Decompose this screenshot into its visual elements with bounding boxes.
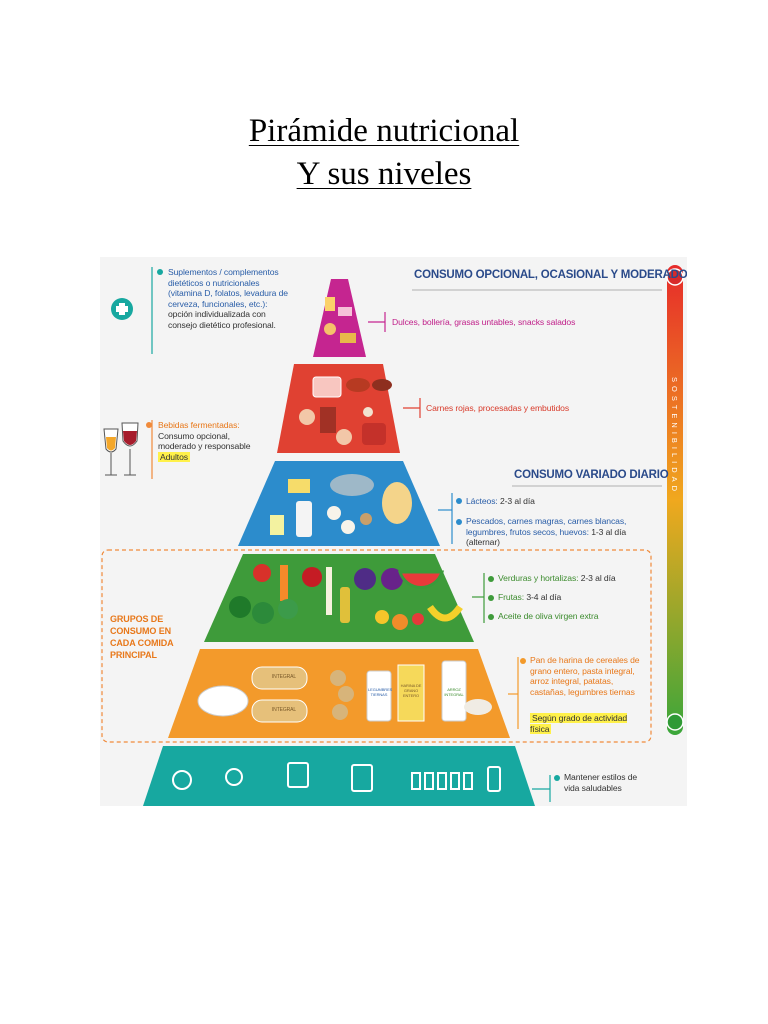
lifestyle-label: Mantener estilos de vida saludables [564, 772, 638, 793]
fermented-text: Consumo opcional, moderado y responsable [158, 430, 251, 452]
header-optional-consumption: CONSUMO OPCIONAL, OCASIONAL Y MODERADO [414, 269, 687, 281]
food-pyramid-figure: CONSUMO OPCIONAL, OCASIONAL Y MODERADO C… [100, 257, 687, 806]
integral-bread-label-1: INTEGRAL [271, 674, 297, 680]
pyramid-graphic [101, 265, 684, 806]
pyramid-level-lifestyle [143, 746, 535, 806]
header-daily-consumption: CONSUMO VARIADO DIARIO [514, 469, 669, 481]
supplements-text: opción individualizada con consejo dieté… [168, 309, 276, 330]
pyramid-level-sweets [313, 279, 366, 357]
meat-icons [299, 376, 392, 445]
vegetables-label: Verduras y hortalizas: 2-3 al día [498, 573, 616, 583]
fruits-label: Frutas: 3-4 al día [498, 592, 562, 602]
dairy-label: Lácteos: 2-3 al día [466, 496, 535, 506]
main-groups-label: GRUPOS DE CONSUMO EN CADA COMIDA PRINCIP… [110, 614, 174, 660]
dairy-bullet [456, 498, 462, 504]
page-title-line2: Y sus niveles [296, 156, 472, 192]
meats-label: Carnes rojas, procesadas y embutidos [426, 403, 570, 413]
vegetables-bullet [488, 576, 494, 582]
lifestyle-bullet [554, 775, 560, 781]
dairy-protein-icons [270, 474, 412, 537]
proteins-bullet [456, 519, 462, 525]
activity-badge: Según grado de actividad física [530, 713, 628, 734]
sweets-label: Dulces, bollería, grasas untables, snack… [392, 317, 576, 327]
olive-oil-label: Aceite de oliva virgen extra [498, 611, 599, 621]
sweets-icons [324, 297, 356, 343]
oil-bullet [488, 614, 494, 620]
page-title: Pirámide nutricional Y sus niveles [0, 110, 768, 196]
wine-glasses-icon [103, 422, 139, 476]
proteins-label: Pescados, carnes magras, carnes blancas,… [466, 516, 627, 547]
lifestyle-icons [172, 762, 501, 792]
cereals-label: Pan de harina de cereales de grano enter… [530, 655, 640, 697]
plus-circle [666, 713, 684, 731]
harina-package-label: HARINA DE GRANO ENTERO [400, 683, 422, 698]
page-title-line1: Pirámide nutricional [248, 113, 520, 149]
cereals-bullet [520, 658, 526, 664]
supplements-label: Suplementos / complementos dietéticos o … [168, 267, 288, 330]
cereals-badge-wrap: Según grado de actividad física [530, 713, 650, 734]
legumbres-package-label: LEGUMBRES TIERNAS [368, 687, 393, 697]
sustainability-label: SOSTENIBILIDAD [670, 377, 679, 496]
fermented-label: Bebidas fermentadas: Consumo opcional, m… [158, 420, 258, 462]
supplement-bullet [157, 269, 163, 275]
sustainability-bar [667, 265, 683, 735]
minus-circle [666, 268, 684, 286]
arroz-package-label: ARROZ INTEGRAL [444, 687, 464, 697]
integral-bread-label-2: INTEGRAL [271, 707, 297, 713]
fruits-bullet [488, 595, 494, 601]
cereals-icons [197, 660, 492, 723]
fermented-title: Bebidas fermentadas: [158, 420, 240, 430]
supplements-title: Suplementos / complementos dietéticos o … [168, 267, 288, 309]
fermented-bullet [146, 422, 152, 428]
fruits-vegetables-icons [229, 564, 463, 630]
adults-badge: Adultos [158, 451, 190, 462]
